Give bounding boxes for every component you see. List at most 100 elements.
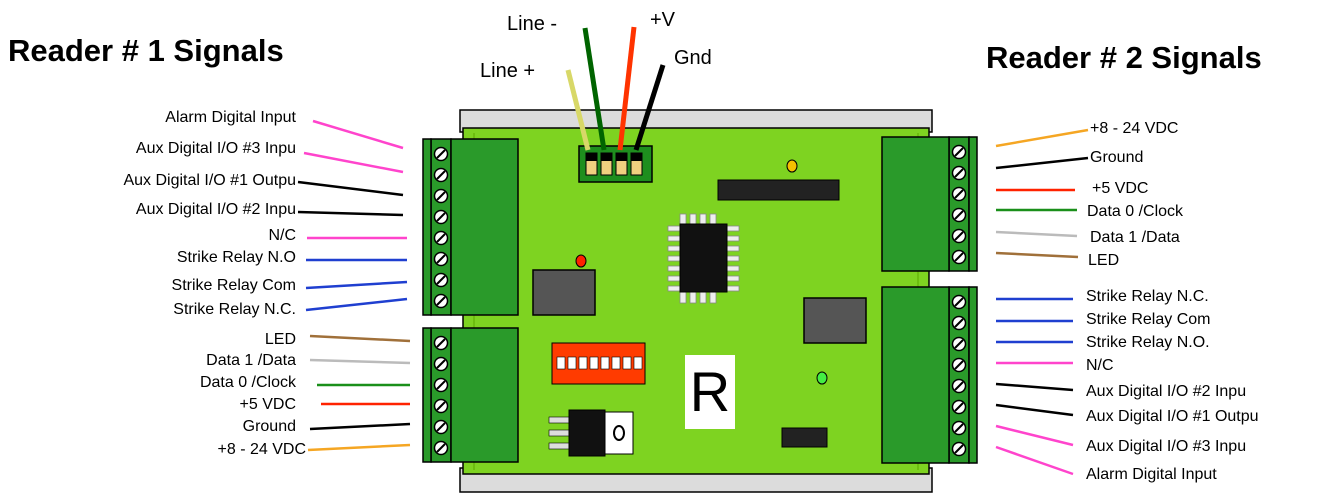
signal-label: Strike Relay N.O.: [1086, 334, 1210, 351]
signal-label: Data 1 /Data: [1090, 229, 1180, 246]
signal-label: +8 - 24 VDC: [217, 441, 306, 458]
terminal-screw: [951, 399, 967, 415]
signal-label: Strike Relay Com: [171, 277, 296, 294]
terminal-screw: [951, 186, 967, 202]
label-gnd: Gnd: [674, 47, 712, 69]
wire-plus-v: [617, 26, 637, 151]
signal-wires: [297, 119, 1089, 476]
wire: [307, 443, 411, 452]
terminal-screw: [433, 398, 449, 414]
terminal-block-reader1-reader: [422, 327, 519, 463]
wire: [995, 230, 1078, 238]
reader1-title: Reader # 1 Signals: [8, 33, 284, 68]
terminal-screw: [433, 251, 449, 267]
signal-label: Aux Digital I/O #3 Inpu: [1086, 438, 1247, 455]
signal-label: LED: [264, 331, 296, 348]
power-connector-pins: [585, 152, 643, 176]
wire: [309, 358, 411, 365]
label-line-plus: Line +: [480, 60, 536, 82]
terminal-screw: [433, 293, 449, 309]
terminal-screw: [951, 165, 967, 181]
voltage-regulator: [548, 409, 634, 457]
relay-left: [532, 269, 596, 316]
terminal-screw: [951, 294, 967, 310]
signal-label: Alarm Digital Input: [1086, 466, 1217, 483]
signal-label: Strike Relay N.C.: [1086, 288, 1209, 305]
signal-label: Aux Digital I/O #2 Inpu: [1086, 383, 1247, 400]
signal-label: Aux Digital I/O #1 Outpu: [123, 172, 296, 189]
small-chip: [781, 427, 828, 448]
wire: [305, 297, 408, 312]
signal-label: Aux Digital I/O #1 Outpu: [1086, 408, 1259, 425]
terminal-screw: [951, 144, 967, 160]
wire: [995, 251, 1079, 259]
wire: [297, 210, 404, 217]
signal-label: +5 VDC: [239, 396, 296, 413]
signal-label: Ground: [242, 418, 296, 435]
terminal-screw: [433, 167, 449, 183]
wire: [312, 119, 404, 150]
signal-label: +8 - 24 VDC: [1090, 120, 1179, 137]
label-line-minus: Line -: [507, 13, 558, 35]
terminal-screw: [951, 420, 967, 436]
signal-label: Strike Relay N.O: [176, 249, 296, 266]
signal-label: Aux Digital I/O #2 Inpu: [135, 201, 296, 218]
terminal-screw: [433, 188, 449, 204]
terminal-screw: [951, 207, 967, 223]
wire: [995, 382, 1074, 392]
wire: [995, 156, 1089, 170]
terminal-screw: [433, 146, 449, 162]
signal-label: N/C: [1086, 357, 1114, 374]
terminal-screw: [433, 272, 449, 288]
wire: [995, 424, 1074, 447]
terminal-screw: [433, 230, 449, 246]
terminal-screw: [433, 440, 449, 456]
signal-label: Data 0 /Clock: [1087, 203, 1184, 220]
reader2-title: Reader # 2 Signals: [986, 40, 1262, 75]
wire: [995, 128, 1089, 148]
pin-header: [717, 179, 840, 201]
wire: [309, 334, 411, 343]
green-led: [816, 371, 828, 385]
terminal-screw: [951, 249, 967, 265]
wire-gnd: [633, 64, 666, 151]
dip-switch-toggles: [556, 356, 643, 370]
signal-label: Ground: [1090, 149, 1144, 166]
yellow-led: [786, 159, 798, 173]
terminal-block-reader2-signals: [881, 286, 978, 464]
signal-label: Strike Relay Com: [1086, 311, 1211, 328]
red-led: [575, 254, 587, 268]
wire-line-plus: [565, 69, 591, 151]
wire: [305, 280, 408, 290]
terminal-screw: [951, 441, 967, 457]
terminal-screw: [433, 356, 449, 372]
signal-label: Data 1 /Data: [206, 352, 296, 369]
terminal-screw: [433, 377, 449, 393]
terminal-screw: [433, 419, 449, 435]
label-plus-v: +V: [650, 9, 676, 31]
signal-label: Alarm Digital Input: [165, 109, 296, 126]
wire: [303, 151, 404, 174]
relay-right: [803, 297, 867, 344]
signal-label: N/C: [268, 227, 296, 244]
signal-label: Strike Relay N.C.: [173, 301, 296, 318]
terminal-screw: [951, 378, 967, 394]
terminal-screw: [951, 315, 967, 331]
wire: [309, 422, 411, 431]
terminal-screw: [433, 209, 449, 225]
wire: [995, 403, 1074, 417]
signal-label: Aux Digital I/O #3 Inpu: [135, 140, 296, 157]
terminal-block-reader1-signals: [422, 138, 519, 316]
terminal-screw: [951, 228, 967, 244]
wire: [297, 180, 404, 197]
signal-label: Data 0 /Clock: [199, 374, 296, 391]
terminal-block-reader2-reader: [881, 136, 978, 272]
terminal-screw: [433, 335, 449, 351]
board-letter-label: R: [685, 355, 735, 429]
signal-label: +5 VDC: [1092, 180, 1149, 197]
signal-label: LED: [1088, 252, 1120, 269]
terminal-screw: [951, 357, 967, 373]
wire-line-minus: [582, 27, 607, 151]
wire: [995, 445, 1074, 476]
terminal-screw: [951, 336, 967, 352]
